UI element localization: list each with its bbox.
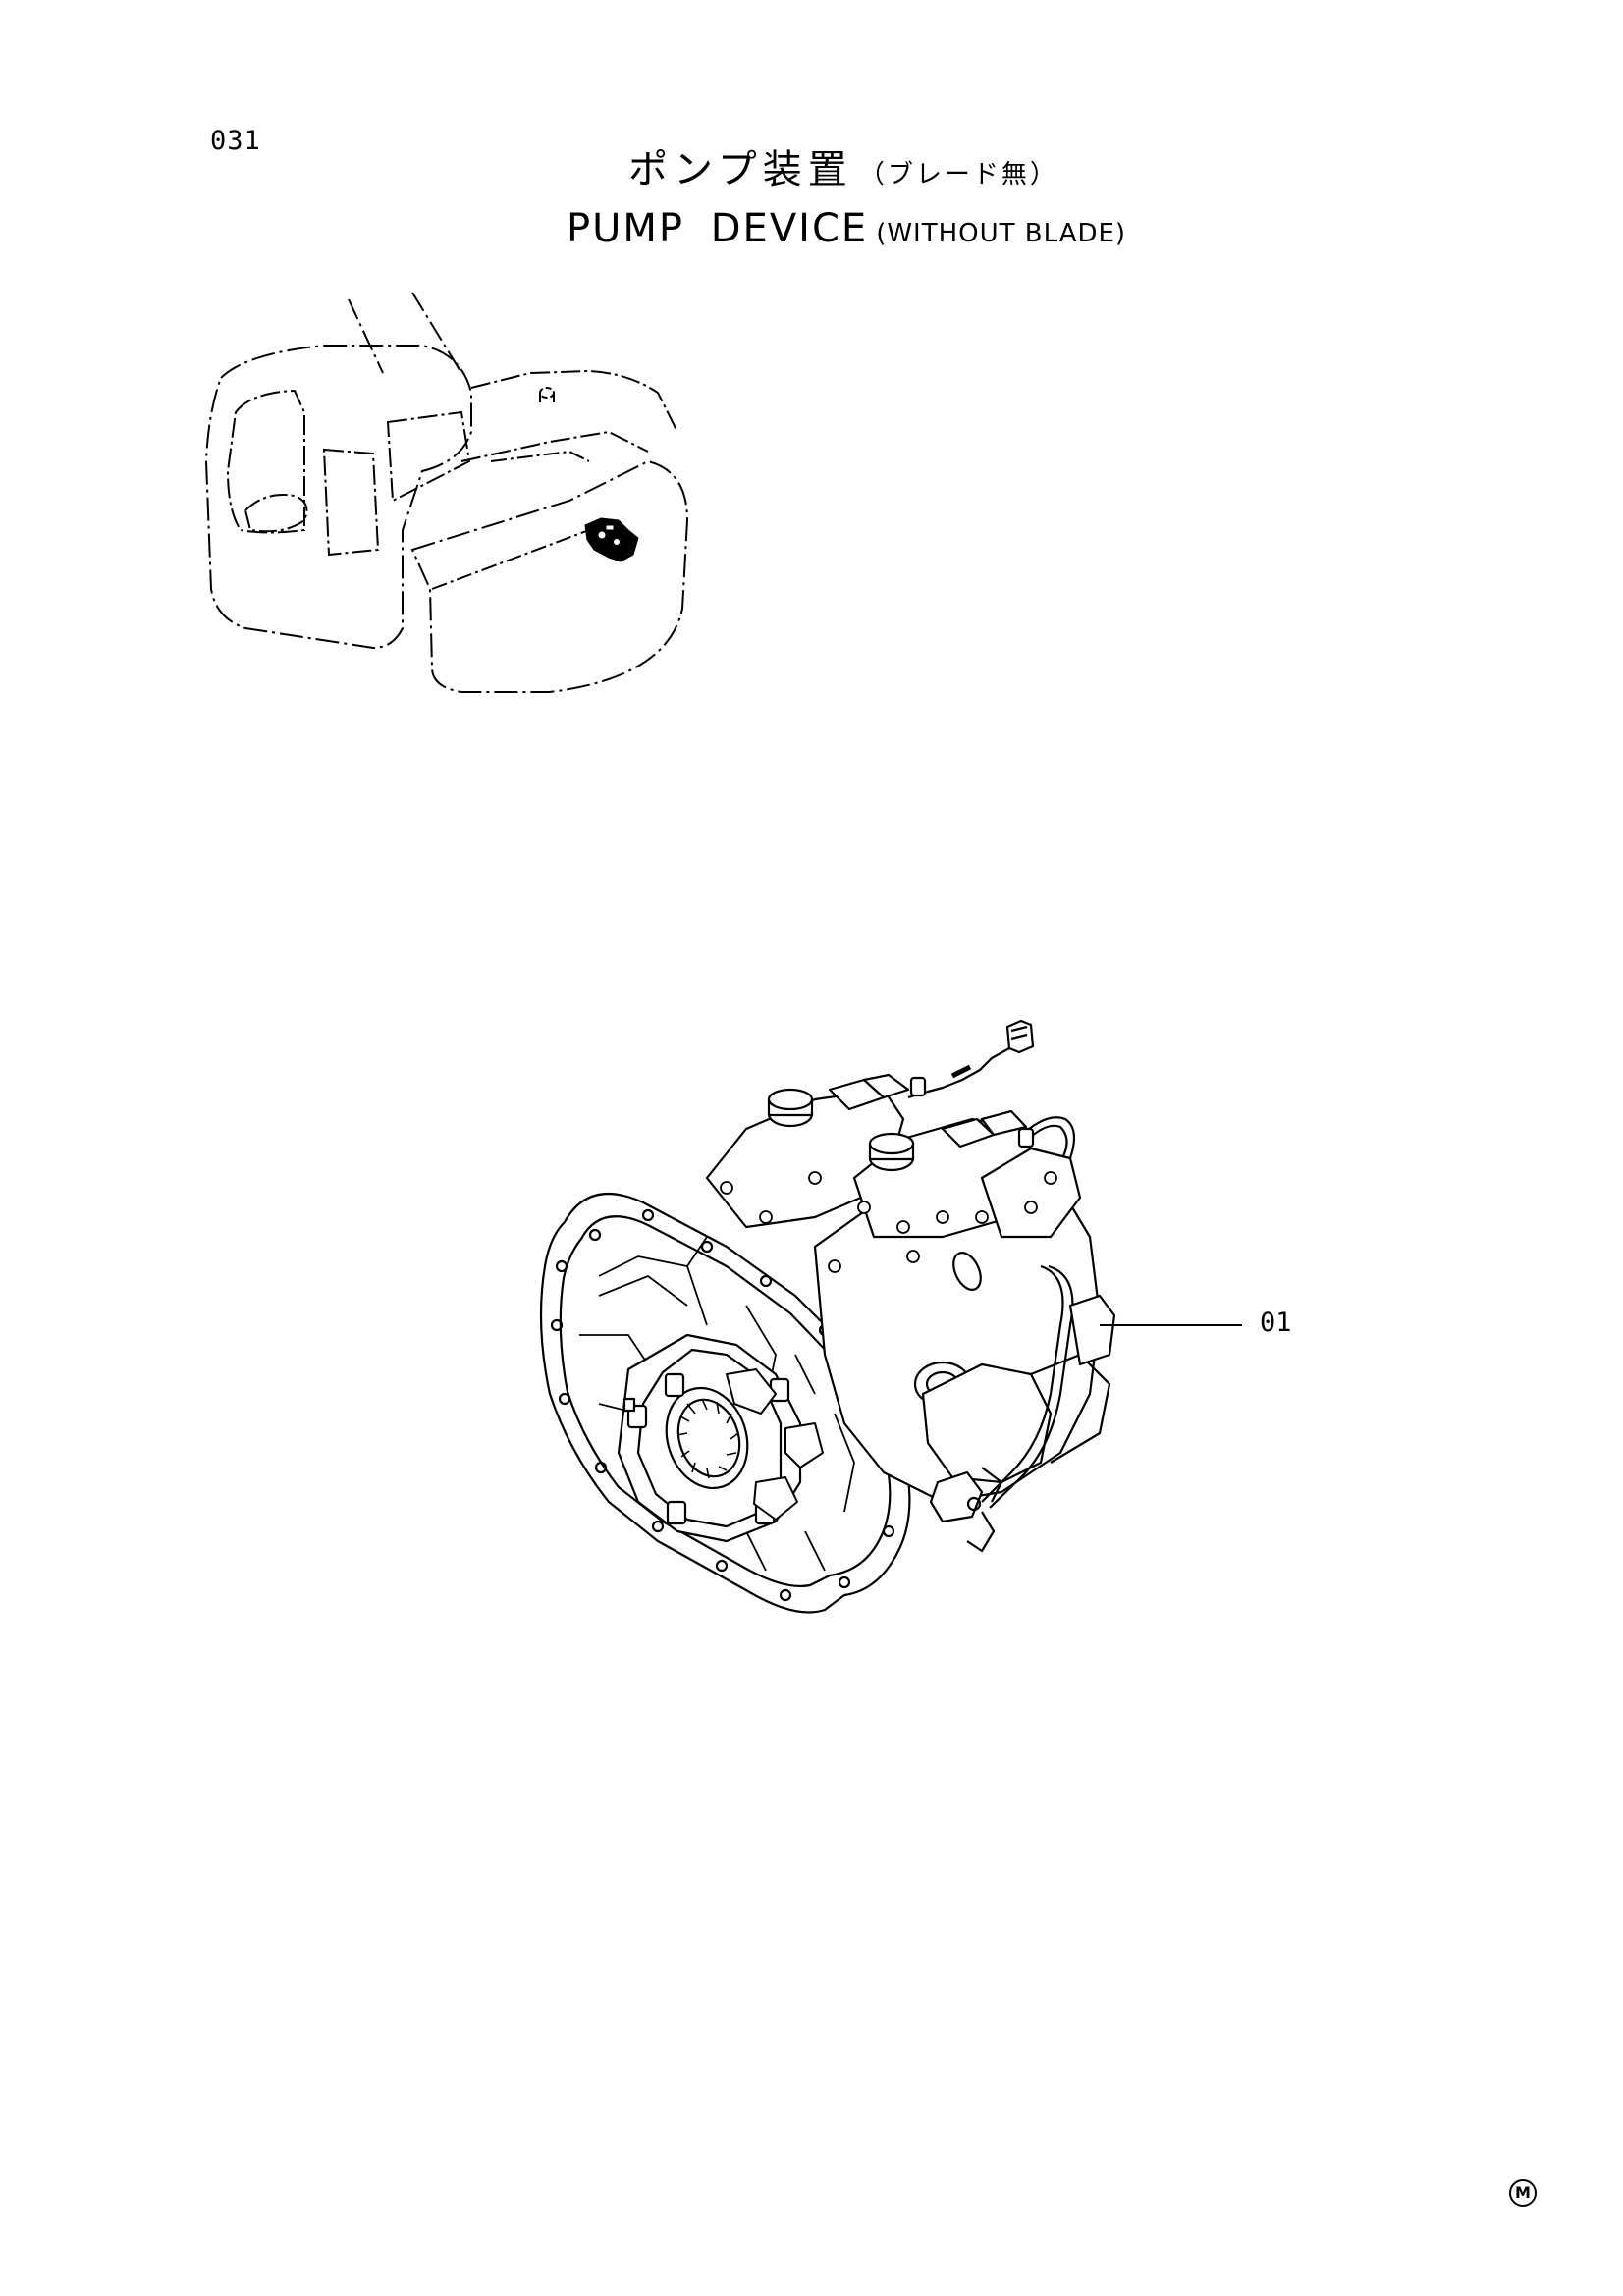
title-jp-sub: （ブレード無） xyxy=(858,160,1058,189)
title-en: PUMP DEVICE(WITHOUT BLADE) xyxy=(567,206,1126,251)
m-mark-icon: M xyxy=(1509,2179,1537,2207)
title-en-main: PUMP DEVICE xyxy=(567,206,869,251)
excavator-locator-icon xyxy=(204,292,689,693)
title-jp-main: ポンプ装置 xyxy=(628,147,853,192)
pump-location-mark-icon xyxy=(584,517,639,562)
page-number: 031 xyxy=(210,126,261,156)
hydraulic-pump-icon xyxy=(539,1019,1116,1614)
part-callout-01: 01 xyxy=(1260,1308,1292,1338)
title-en-sub: (WITHOUT BLADE) xyxy=(876,219,1127,248)
title-jp: ポンプ装置（ブレード無） xyxy=(628,137,1058,194)
